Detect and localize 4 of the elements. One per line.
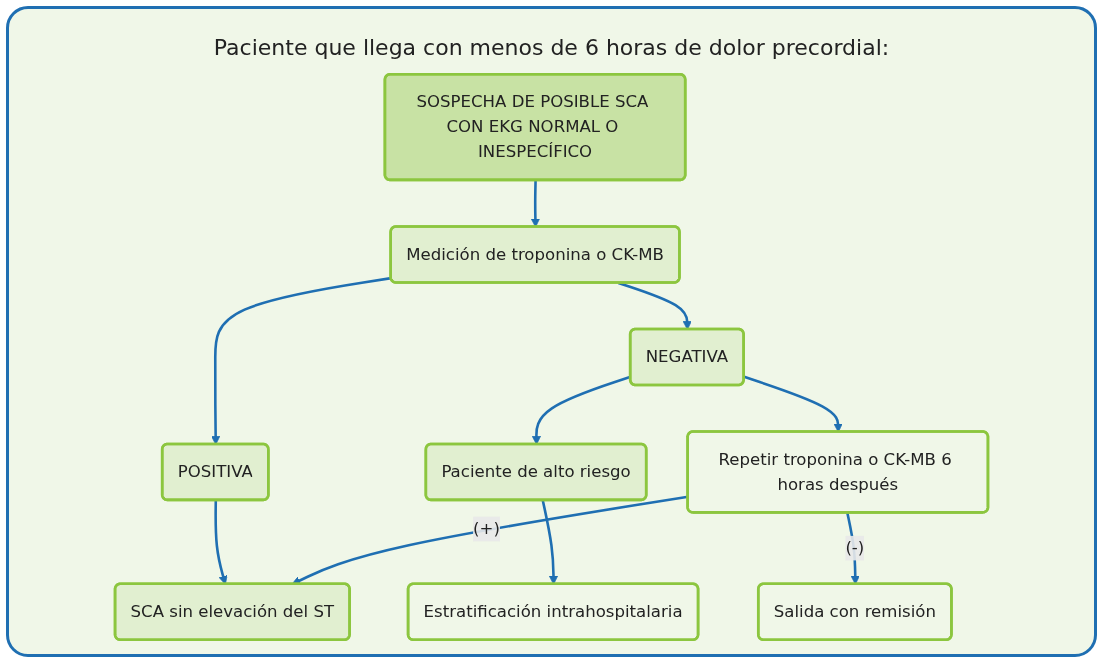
title: Paciente que llega con menos de 6 horas de dolor precordial: (213, 35, 890, 60)
edge-label: (+) (473, 518, 500, 539)
frame-panel: Paciente que llega con menos de 6 horas de dolor precordial: (+) (-) SOSPECHA DE POSIBLE SCA CON EKG NORMAL O INESPECÍFICO Medición de troponina o CK-MB POSITIVA NEGATIVA Paciente de alto riesgo SCA sin elevación del ST Repetir troponina o CK-MB 6 horas después Estratificación intrahospitalaria Salida con remisión (6, 6, 1097, 657)
edge-label: (-) (845, 537, 865, 558)
